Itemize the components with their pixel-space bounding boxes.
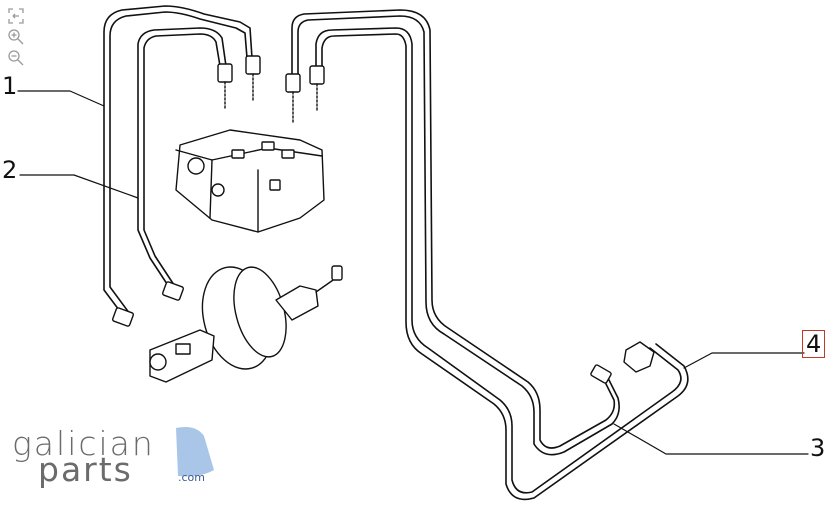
fitting-nut [112,55,655,384]
galicianparts-logo: galician parts .com [12,424,222,498]
callout-4[interactable]: 4 [802,330,826,358]
brake-booster [149,265,343,383]
abs-hydraulic-unit [175,129,325,233]
logo-text-galician: galician [12,424,155,463]
brake-pipe-1 [103,5,253,319]
brake-pipe-2 [137,27,227,291]
diagram-toolbar [6,6,26,67]
zoom-in-icon[interactable] [6,27,26,46]
brake-pipe-3 [291,9,620,456]
logo-text-parts: parts [38,450,133,489]
brake-pipe-4 [315,27,689,501]
callout-2[interactable]: 2 [2,156,18,184]
zoom-out-icon[interactable] [6,48,26,67]
logo-swoosh [176,427,214,477]
callout-1[interactable]: 1 [2,72,18,100]
logo-text-suffix: .com [178,471,205,484]
leader-lines [17,90,809,455]
expand-icon[interactable] [6,6,26,25]
callout-3[interactable]: 3 [810,434,826,462]
